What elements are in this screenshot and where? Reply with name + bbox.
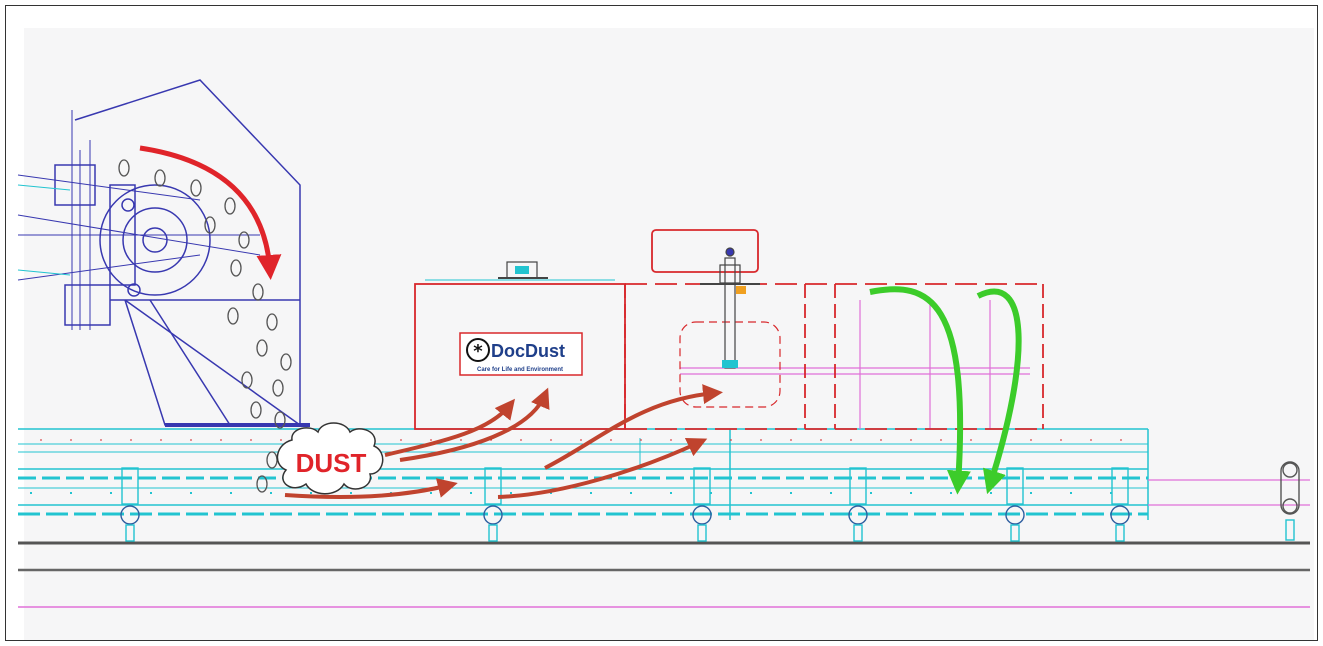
dust-enclosure [414, 229, 1044, 430]
ground-rails [18, 541, 1310, 608]
svg-text:*: * [473, 341, 483, 362]
inspection-hatch [498, 261, 548, 279]
material-flow-arrow [139, 145, 282, 280]
clean-air-arrows [869, 286, 1022, 495]
dust-label: DUST [296, 448, 367, 478]
idler-supports [120, 461, 1300, 542]
asterisk-circle-icon: * [466, 338, 490, 362]
conveyor-belt [18, 428, 1149, 520]
valve-actuator [700, 247, 760, 369]
drawing-canvas [24, 28, 1314, 640]
diagram-frame [5, 5, 1318, 641]
dust-cloud: DUST [276, 422, 384, 495]
crusher-chute [17, 79, 310, 427]
chute-liner-holes [118, 159, 292, 493]
logo-tagline: Care for Life and Environment [477, 367, 563, 373]
logo-name: DocDust [491, 341, 565, 361]
docdust-logo: * DocDust Care for Life and Environment [459, 332, 583, 376]
dust-flow-arrows [284, 384, 723, 499]
